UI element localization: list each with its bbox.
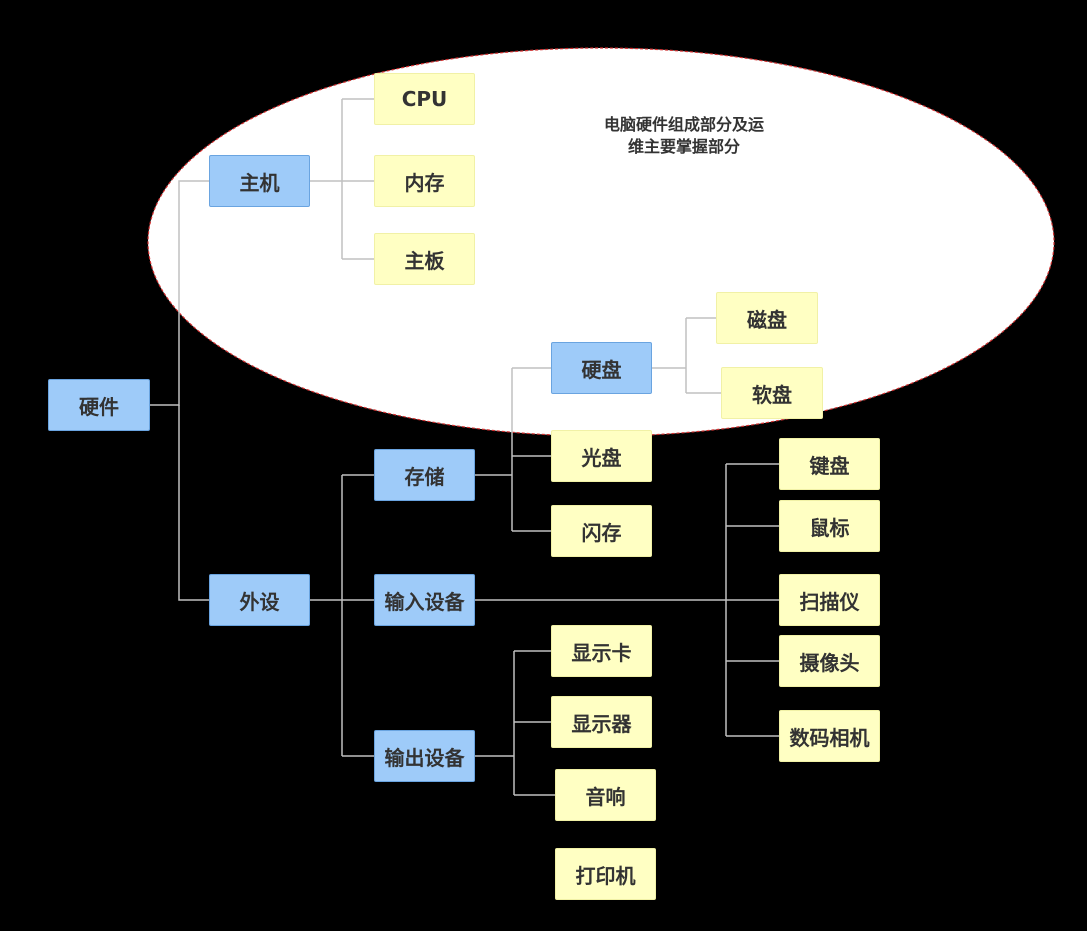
node-cpu[interactable]: CPU xyxy=(374,73,475,125)
node-printer[interactable]: 打印机 xyxy=(555,848,656,900)
connector-lines xyxy=(150,98,779,796)
node-optical-disc[interactable]: 光盘 xyxy=(551,430,652,482)
node-input-devices[interactable]: 输入设备 xyxy=(374,574,475,626)
node-monitor[interactable]: 显示器 xyxy=(551,696,652,748)
node-hard-disk[interactable]: 硬盘 xyxy=(551,342,652,394)
node-webcam[interactable]: 摄像头 xyxy=(779,635,880,687)
node-flash[interactable]: 闪存 xyxy=(551,505,652,557)
node-memory[interactable]: 内存 xyxy=(374,155,475,207)
node-magnetic-disk[interactable]: 磁盘 xyxy=(716,292,818,344)
highlight-ellipse xyxy=(147,47,1055,437)
node-host[interactable]: 主机 xyxy=(209,155,310,207)
node-peripheral[interactable]: 外设 xyxy=(209,574,310,626)
node-hardware[interactable]: 硬件 xyxy=(48,379,150,431)
node-speaker[interactable]: 音响 xyxy=(555,769,656,821)
node-scanner[interactable]: 扫描仪 xyxy=(779,574,880,626)
node-graphics-card[interactable]: 显示卡 xyxy=(551,625,652,677)
node-motherboard[interactable]: 主板 xyxy=(374,233,475,285)
node-storage[interactable]: 存储 xyxy=(374,449,475,501)
note-line-1: 电脑硬件组成部分及运 xyxy=(603,115,764,134)
highlight-note: 电脑硬件组成部分及运 维主要掌握部分 xyxy=(570,114,798,158)
node-keyboard[interactable]: 键盘 xyxy=(779,438,880,490)
node-output-devices[interactable]: 输出设备 xyxy=(374,730,475,782)
node-mouse[interactable]: 鼠标 xyxy=(779,500,880,552)
node-floppy-disk[interactable]: 软盘 xyxy=(721,367,823,419)
note-line-2: 维主要掌握部分 xyxy=(627,137,740,156)
node-digital-camera[interactable]: 数码相机 xyxy=(779,710,880,762)
